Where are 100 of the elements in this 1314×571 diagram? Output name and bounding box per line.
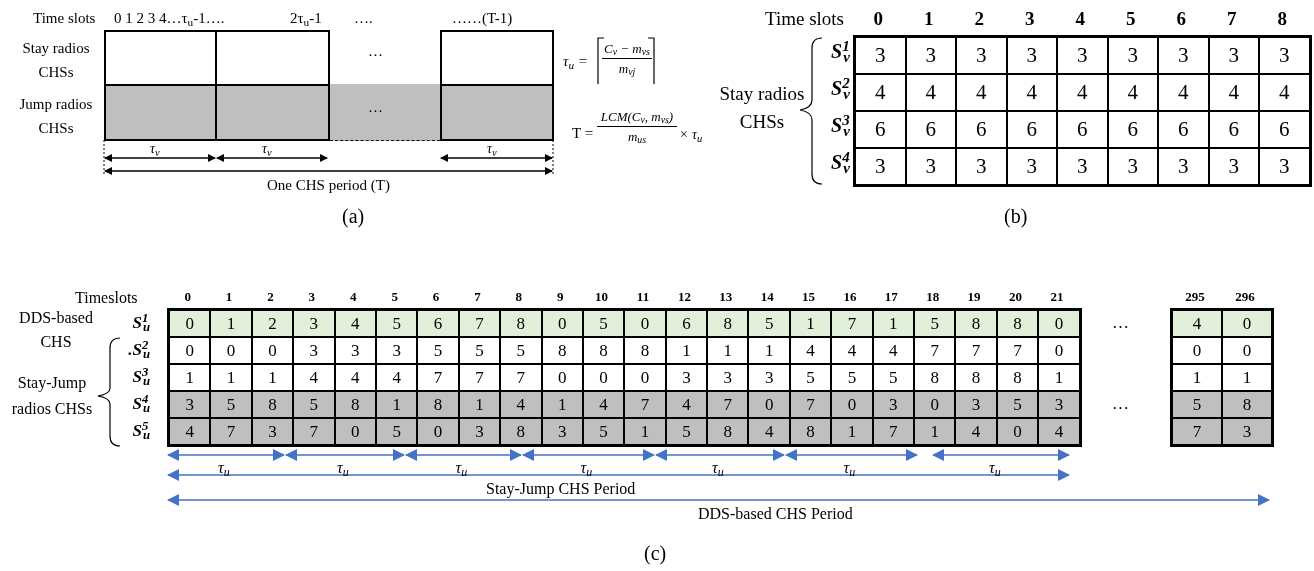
label: ……(T-1) — [452, 9, 513, 28]
table-cell: 4 — [169, 418, 211, 445]
table-cell: 0 — [541, 310, 583, 337]
table-cell: 4 — [1208, 74, 1259, 111]
table-cell: 1 — [1038, 364, 1080, 391]
table-cell: 8 — [707, 418, 749, 445]
column-header: 8 — [514, 288, 524, 306]
table-cell: 4 — [1057, 74, 1108, 111]
table-cell: 4 — [1006, 74, 1057, 111]
table-cell: 0 — [624, 310, 666, 337]
table-cell: 8 — [955, 364, 997, 391]
label: τ$_{u}$ — [712, 458, 724, 480]
table-cell: 0 — [996, 418, 1039, 445]
table-cell: 3 — [1057, 37, 1108, 74]
table-cell: 3 — [665, 364, 708, 391]
table-cell: 7 — [1172, 418, 1222, 445]
table-cell: 3 — [1208, 37, 1259, 74]
column-header: 21 — [1049, 288, 1065, 306]
table-cell: 3 — [293, 310, 335, 337]
ellipsis: … — [1112, 393, 1129, 415]
table-cell: 3 — [293, 337, 335, 364]
table-cell: 5 — [458, 337, 501, 364]
table-cell: 5 — [1172, 391, 1222, 418]
label: τ$_{u}$ = — [563, 52, 588, 73]
table-cell: 0 — [210, 337, 252, 364]
table-cell: 0 — [1038, 337, 1080, 364]
table-cell: 4 — [789, 337, 832, 364]
table-cell: 3 — [334, 337, 376, 364]
label: τ$_{v}$ — [150, 142, 160, 156]
label: m$_{vj}$ — [618, 60, 636, 79]
table-cell: 8 — [707, 310, 749, 337]
table-cell: 4 — [905, 74, 956, 111]
column-header: 16 — [842, 288, 858, 306]
table-cell: 5 — [748, 310, 790, 337]
table-cell: 5 — [872, 364, 915, 391]
table-cell: 4 — [1038, 418, 1080, 445]
table-cell: 4 — [956, 74, 1007, 111]
table-cell: 3 — [872, 391, 915, 418]
table-cell: 5 — [831, 364, 873, 391]
table-cell: 0 — [169, 310, 211, 337]
column-header: 296 — [1234, 288, 1256, 306]
table-cell: 8 — [582, 337, 625, 364]
table-cell: 0 — [541, 364, 583, 391]
table-cell: 4 — [334, 310, 376, 337]
table-cell: 0 — [417, 418, 459, 445]
column-header: 0 — [183, 288, 192, 306]
column-header: 295 — [1184, 288, 1206, 306]
table-cell: 1 — [665, 337, 708, 364]
table-cell: 8 — [500, 310, 542, 337]
column-header: 7 — [1226, 7, 1238, 31]
column-header: 4 — [1074, 7, 1086, 31]
table-cell: 7 — [458, 364, 501, 391]
column-header: 5 — [390, 288, 399, 306]
column-header: 12 — [676, 288, 692, 306]
label: τ$_{v}$ — [487, 142, 497, 156]
table-cell: 3 — [1006, 37, 1057, 74]
table-cell: 5 — [665, 418, 708, 445]
label: One CHS period (T) — [267, 176, 390, 195]
table-cell: 6 — [855, 111, 906, 148]
table-cell: 1 — [541, 391, 583, 418]
label: T = — [572, 124, 594, 143]
table-cell: 4 — [293, 364, 335, 391]
table-cell: 1 — [748, 337, 790, 364]
table-cell: 1 — [1222, 364, 1272, 391]
table-cell: 4 — [1172, 310, 1222, 337]
table-cell: 3 — [1222, 418, 1272, 445]
table-cell: 3 — [1006, 148, 1057, 185]
column-header: 18 — [925, 288, 941, 306]
table-cell: 6 — [1057, 111, 1108, 148]
table-cell: 8 — [500, 418, 542, 445]
table-cell: 3 — [855, 148, 906, 185]
label: × τ$_{u}$ — [679, 126, 703, 145]
table-cell: 0 — [582, 364, 625, 391]
column-header: 3 — [1024, 7, 1036, 31]
label: Timeslots — [75, 288, 138, 308]
label: DDS-based CHS Period — [698, 504, 853, 524]
label: τ$_{u}$ — [843, 458, 856, 480]
column-header: 5 — [1125, 7, 1137, 31]
table-cell: 5 — [210, 391, 252, 418]
table-cell: 0 — [914, 391, 956, 418]
label: m$_{us}$ — [627, 128, 647, 147]
table-cell: 8 — [334, 391, 376, 418]
table-cell: 0 — [624, 364, 666, 391]
label: Time slots — [763, 7, 844, 31]
table-cell: 2 — [251, 310, 294, 337]
table-cell: 6 — [1259, 111, 1310, 148]
label: τ$_{v}$ — [262, 142, 272, 156]
table-cell: 7 — [872, 418, 915, 445]
label: Stay-Jump CHS Period — [486, 479, 636, 500]
table-cell: 5 — [293, 391, 335, 418]
table-cell: 5 — [375, 310, 418, 337]
table-cell: 4 — [582, 391, 625, 418]
table-cell: 4 — [1158, 74, 1209, 111]
table-cell: 7 — [458, 310, 501, 337]
column-header: 1 — [224, 288, 234, 306]
table-cell: 7 — [500, 364, 542, 391]
table-cell: 3 — [1158, 37, 1209, 74]
table-cell: 3 — [956, 37, 1007, 74]
table-cell: 7 — [210, 418, 252, 445]
label: τ$_{u}$ — [989, 458, 1001, 480]
